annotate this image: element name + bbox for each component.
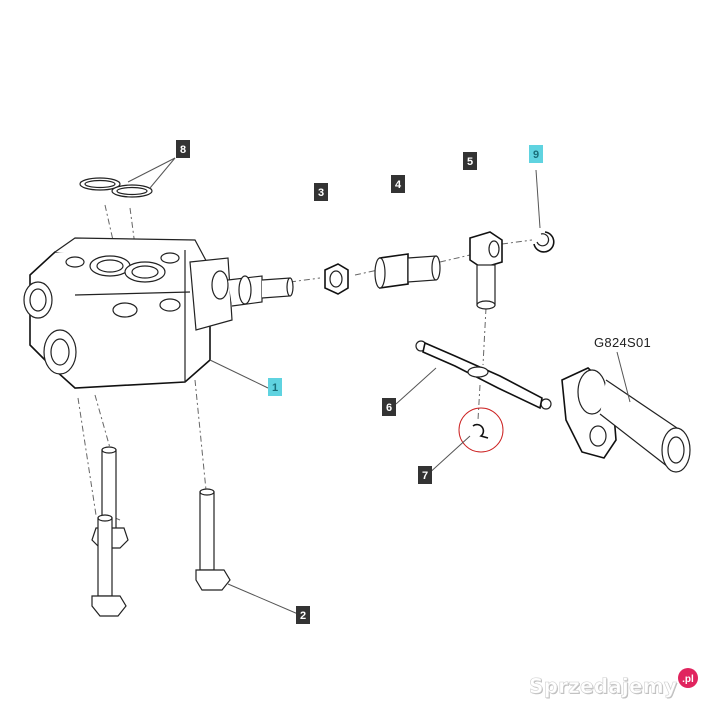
callout-7-box (418, 466, 432, 484)
callout-8-box (176, 140, 190, 158)
part-3-nut (324, 263, 349, 295)
callout-3-number: 3 (318, 187, 324, 199)
callout-6-number: 6 (386, 402, 392, 414)
callout-4-box (391, 175, 405, 193)
callout-9[interactable]: 9 (529, 145, 543, 163)
watermark: Sprzedajemy Sprzedajemy .pl (529, 668, 698, 699)
part-2-bolts (91, 446, 231, 617)
leader-lines (127, 157, 631, 615)
callout-2[interactable]: 2 (296, 606, 310, 624)
callout-2-number: 2 (300, 610, 306, 622)
callout-1[interactable]: 1 (268, 378, 282, 396)
part-1-valve-body (23, 237, 294, 389)
part-6-linkage-rod (415, 340, 552, 410)
callout-1-number: 1 (272, 382, 278, 394)
callout-1-box (268, 378, 282, 396)
callout-6[interactable]: 6 (382, 398, 396, 416)
callout-3-box (314, 183, 328, 201)
part-5-lever-block (469, 231, 503, 310)
callout-5[interactable]: 5 (463, 152, 477, 170)
reference-shaft-assembly (561, 367, 691, 473)
callout-3[interactable]: 3 (314, 183, 328, 201)
part-9-circlip (533, 231, 555, 253)
watermark-suffix: .pl (682, 674, 694, 685)
callout-4[interactable]: 4 (391, 175, 405, 193)
callout-9-box (529, 145, 543, 163)
callout-7-number: 7 (422, 470, 428, 482)
callout-5-number: 5 (467, 156, 473, 168)
callout-9-number: 9 (533, 149, 539, 161)
callout-4-number: 4 (395, 179, 402, 191)
callout-6-box (382, 398, 396, 416)
part-8-o-rings (79, 177, 153, 198)
part-7-clip (458, 407, 504, 453)
callout-8-number: 8 (180, 144, 186, 156)
callout-7[interactable]: 7 (418, 466, 432, 484)
callout-5-box (463, 152, 477, 170)
watermark-text: Sprzedajemy (529, 674, 677, 698)
part-4-bushing (374, 253, 441, 289)
reference-code-label: G824S01 (594, 335, 651, 350)
callout-2-box (296, 606, 310, 624)
watermark-shadow: Sprzedajemy (530, 675, 678, 699)
callout-8[interactable]: 8 (176, 140, 190, 158)
watermark-badge (678, 668, 698, 688)
